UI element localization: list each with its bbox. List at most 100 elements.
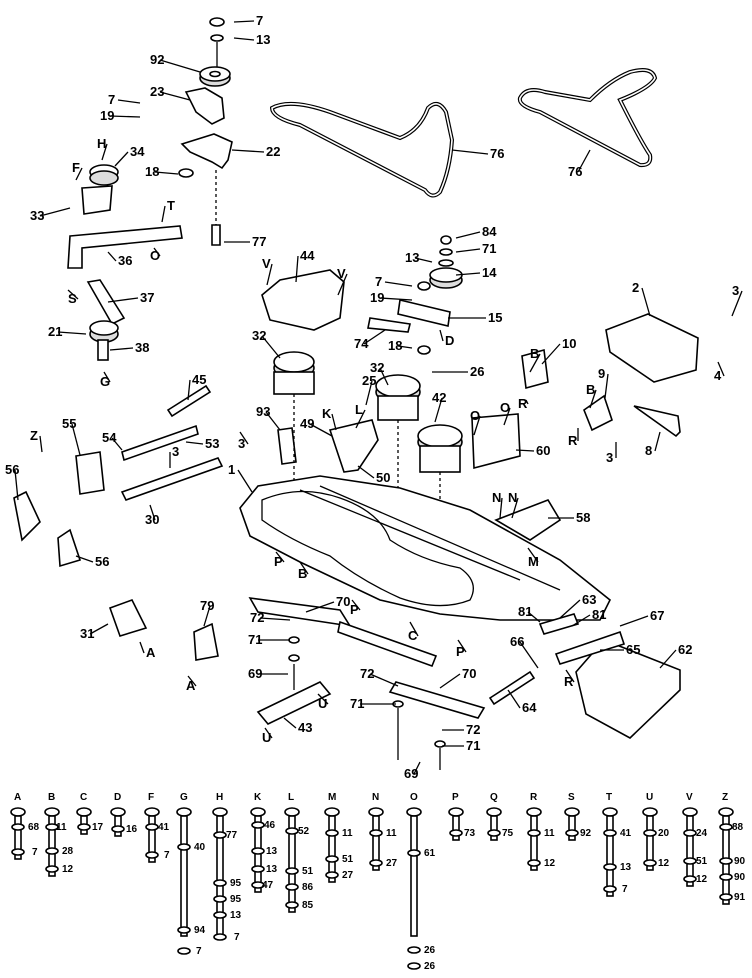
hardware-legend: A687B112812C17D16F417G40947H779595137K46… xyxy=(10,792,746,972)
callout-F: F xyxy=(72,160,83,181)
hardware-letter: B xyxy=(48,792,55,803)
callout-label: 62 xyxy=(678,642,692,657)
hardware-letter: L xyxy=(288,792,294,803)
lift-linkage xyxy=(13,384,224,661)
callout-label: 54 xyxy=(102,430,117,445)
callout-81: 81 xyxy=(571,607,606,627)
callout-37: 37 xyxy=(107,290,154,305)
hardware-O: O61262612 xyxy=(406,792,436,972)
callout-label: 58 xyxy=(576,510,590,525)
callout-Z: Z xyxy=(30,428,43,453)
hardware-part-number: 12 xyxy=(544,858,556,869)
callout-V: V xyxy=(262,256,273,286)
callout-O: O xyxy=(470,408,481,436)
callout-D: D xyxy=(439,329,454,348)
callout-50: 50 xyxy=(357,465,390,485)
hardware-part-number: 20 xyxy=(658,828,670,839)
callout-label: 3 xyxy=(238,436,245,451)
callout-label: 13 xyxy=(405,250,419,265)
callout-13: 13 xyxy=(405,250,433,265)
callout-label: U xyxy=(318,696,327,711)
callout-H: H xyxy=(97,136,108,161)
callout-label: 70 xyxy=(462,666,476,681)
hardware-letter: A xyxy=(14,792,21,803)
callout-7: 7 xyxy=(375,274,413,289)
callout-label: H xyxy=(97,136,106,151)
callout-V: V xyxy=(337,266,348,296)
callout-76: 76 xyxy=(451,146,504,161)
callout-77: 77 xyxy=(224,234,266,249)
hardware-part-number: 73 xyxy=(464,828,476,839)
callout-60: 60 xyxy=(515,443,550,458)
callout-label: 77 xyxy=(252,234,266,249)
callout-3: 3 xyxy=(606,442,617,465)
callout-R: R xyxy=(518,396,529,411)
callout-label: 33 xyxy=(30,208,44,223)
hardware-part-number: 27 xyxy=(342,870,354,881)
callout-19: 19 xyxy=(370,290,413,305)
callout-70: 70 xyxy=(439,666,476,689)
callout-69: 69 xyxy=(404,761,421,781)
callout-10: 10 xyxy=(541,336,576,365)
hardware-part-number: 77 xyxy=(226,830,238,841)
callout-B: B xyxy=(529,346,541,373)
callout-G: G xyxy=(100,371,111,389)
callout-44: 44 xyxy=(295,248,315,283)
callout-33: 33 xyxy=(30,207,71,223)
spindle-assembly xyxy=(261,235,521,570)
hardware-part-number: 90 xyxy=(734,872,746,883)
hardware-letter: F xyxy=(148,792,154,803)
callout-label: R xyxy=(518,396,528,411)
hardware-D: D16 xyxy=(110,792,138,837)
callout-72: 72 xyxy=(360,666,399,687)
callout-3: 3 xyxy=(169,444,179,468)
callout-43: 43 xyxy=(283,717,312,735)
callout-label: 60 xyxy=(536,443,550,458)
callout-label: 19 xyxy=(370,290,384,305)
callout-7: 7 xyxy=(108,92,141,107)
hardware-letter: R xyxy=(530,792,538,803)
callout-label: 44 xyxy=(300,248,315,263)
belt-76-left xyxy=(269,101,455,198)
hardware-letter: Z xyxy=(722,792,728,803)
hardware-part-number: 17 xyxy=(92,822,104,833)
callout-P: P xyxy=(456,639,467,659)
callout-label: O xyxy=(500,400,510,415)
callout-label: 7 xyxy=(108,92,115,107)
callout-R: R xyxy=(568,428,579,448)
callout-label: 9 xyxy=(598,366,605,381)
callout-label: 14 xyxy=(482,265,497,280)
callout-label: 22 xyxy=(266,144,280,159)
callout-label: 84 xyxy=(482,224,497,239)
callout-74: 74 xyxy=(354,329,386,351)
callout-label: 2 xyxy=(632,280,639,295)
callout-2: 2 xyxy=(632,280,651,317)
callout-label: 4 xyxy=(714,368,722,383)
callout-label: F xyxy=(72,160,80,175)
hardware-letter: D xyxy=(114,792,121,803)
callout-A: A xyxy=(139,641,156,660)
hardware-part-number: 91 xyxy=(734,892,746,903)
callout-label: 31 xyxy=(80,626,94,641)
callout-label: 71 xyxy=(350,696,364,711)
callout-label: 69 xyxy=(248,666,262,681)
callout-26: 26 xyxy=(432,364,484,379)
hardware-letter: U xyxy=(646,792,653,803)
callout-label: M xyxy=(528,554,539,569)
hardware-part-number: 52 xyxy=(298,826,310,837)
callout-label: V xyxy=(262,256,271,271)
callout-label: 71 xyxy=(466,738,480,753)
callout-label: R xyxy=(568,433,578,448)
hardware-letter: H xyxy=(216,792,223,803)
callout-O: O xyxy=(500,400,511,426)
hardware-part-number: 86 xyxy=(302,882,314,893)
callout-label: 81 xyxy=(592,607,606,622)
hardware-part-number: 68 xyxy=(28,822,40,833)
callout-K: K xyxy=(322,406,337,431)
hardware-part-number: 41 xyxy=(158,822,170,833)
callout-label: 13 xyxy=(256,32,270,47)
